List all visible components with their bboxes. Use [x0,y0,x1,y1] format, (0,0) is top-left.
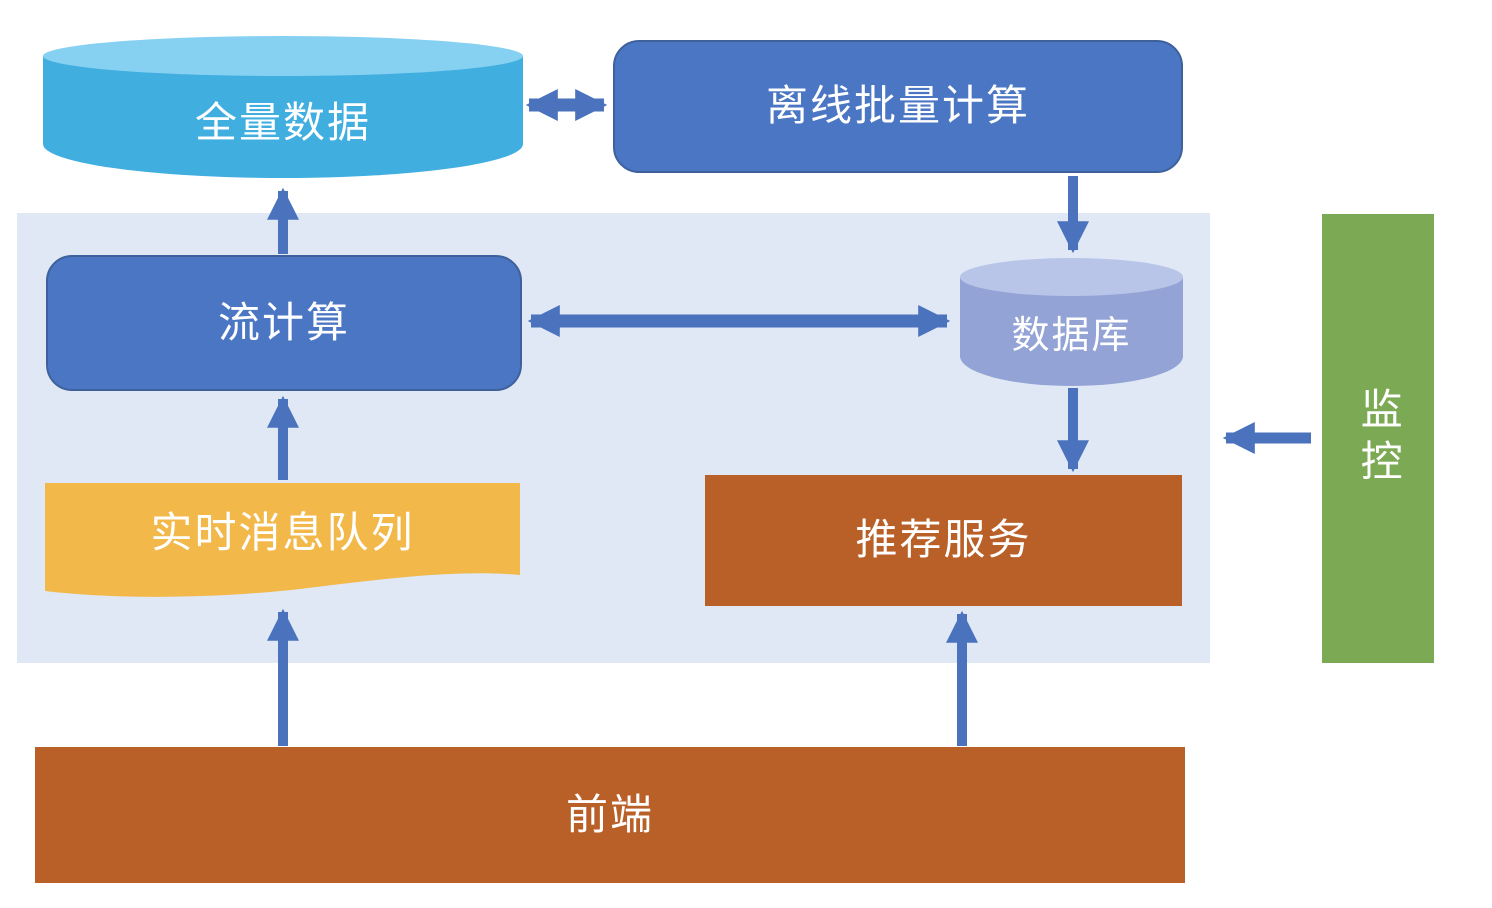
full-data-cylinder-top [43,36,523,76]
node-database: 数据库 [960,258,1183,386]
node-recommend-service: 推荐服务 [705,475,1182,606]
wave-shape [45,483,520,597]
node-full-data: 全量数据 [43,36,523,178]
full-data-label: 全量数据 [194,98,371,146]
stream-compute-label: 流计算 [217,298,350,346]
frontend-label: 前端 [565,790,654,838]
database-label: 数据库 [1011,315,1132,358]
node-frontend: 前端 [35,747,1185,883]
realtime-queue-label: 实时消息队列 [150,508,415,556]
monitoring-label: 监控 [1355,386,1403,491]
recommend-service-label: 推荐服务 [855,516,1032,564]
node-offline-batch: 离线批量计算 [613,40,1183,173]
full-data-cylinder-body [43,56,523,178]
node-monitoring: 监控 [1322,214,1434,663]
database-cylinder-top [960,258,1183,296]
node-realtime-queue: 实时消息队列 [45,483,520,605]
offline-batch-label: 离线批量计算 [765,82,1030,130]
node-stream-compute: 流计算 [46,255,522,391]
